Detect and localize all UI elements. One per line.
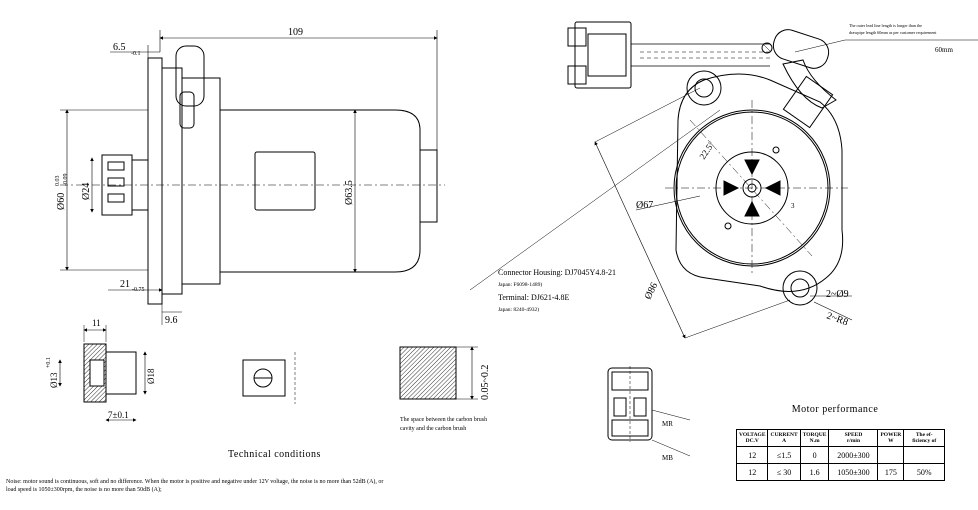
pcd-dim: Ø67 [636, 200, 653, 211]
side-view-labels: 109 6.5 -0.1 Ø60 0.03 -0.09 Ø24 Ø63.5 21… [55, 27, 355, 326]
table-cell: 1.6 [799, 463, 830, 481]
flange-thk-dim: 9.6 [165, 315, 178, 326]
brush-note-1: The space between the carbon brush [400, 417, 487, 423]
shaft-offset-tol: -0.1 [131, 51, 141, 57]
header-speed-l2: r/min [846, 438, 860, 444]
gear-dia-tol: +0.1 [46, 357, 52, 368]
header-efficiency-l1: The ef- [915, 432, 933, 438]
flange-len-tol: -0.75 [132, 287, 145, 293]
header-efficiency: The ef-ficiency of [903, 429, 946, 447]
gear-outer-dim: Ø18 [146, 368, 156, 384]
front-view-labels: Ø86 Ø67 22.5° 3 2~Ø9 2~R8 60mm The outer… [498, 23, 953, 328]
front-view [469, 29, 978, 339]
brush-detail [399, 346, 478, 400]
table-row: 12 ≤ 30 1.6 1050±300 175 50% [735, 463, 946, 481]
mb-label: MB [662, 454, 673, 462]
technical-note-line-1: Noise: motor sound is continuous, soft a… [6, 479, 384, 485]
gear-dia-dim: Ø13 [49, 372, 59, 388]
brush-detail-labels: 0.05~0.2 The space between the carbon br… [400, 365, 491, 432]
table-cell: 1050±300 [828, 463, 879, 481]
body-outer-dim: Ø86 [643, 281, 660, 301]
table-cell: 175 [877, 463, 905, 481]
table-cell: ≤1.5 [767, 446, 801, 464]
motor-performance-title: Motor performance [791, 404, 879, 415]
header-power-l2: W [888, 438, 894, 444]
technical-conditions-title: Technical conditions [228, 449, 321, 460]
gear-width-dim: 7±0.1 [108, 410, 129, 420]
table-cell: 12 [735, 446, 769, 464]
body-dia-tol-upper: 0.03 [55, 176, 61, 187]
table-cell [903, 446, 946, 464]
table-cell: 50% [903, 463, 946, 481]
body-dia-tol-lower: -0.09 [63, 174, 69, 187]
connector [567, 21, 773, 89]
angle-dim: 22.5° [697, 139, 716, 161]
inner-dia-dim: Ø24 [81, 183, 92, 200]
table-row: 12 ≤1.5 0 2000±300 [735, 446, 946, 464]
header-speed-l1: SPEED [844, 432, 863, 438]
brush-note-2: cavity and the carbon brush [400, 426, 466, 432]
terminal-view-labels: MR MB [662, 420, 673, 462]
lead-note-1: The outer lead line length is longer tha… [849, 23, 922, 28]
key-dim: 3 [791, 202, 795, 210]
hole-dim: 2~Ø9 [826, 289, 849, 300]
header-voltage-l1: VOLTAGE [739, 432, 766, 438]
header-voltage-l2: DC.V [745, 438, 759, 444]
table-cell [877, 446, 905, 464]
technical-note-line-2: load speed is 1050±300rpm, the noise is … [6, 487, 162, 493]
section-symbol [242, 352, 296, 404]
mr-label: MR [662, 420, 673, 428]
header-current-l1: CURRENT [770, 432, 798, 438]
connector-japan: Japan: F6098-1489) [498, 281, 542, 288]
connector-housing: Connector Housing: DJ7045Y4.8-21 [498, 268, 616, 277]
side-view [60, 30, 445, 325]
shaft-offset-dim: 6.5 [113, 42, 126, 53]
terminal-japan: Japan: 8240-4932) [498, 306, 539, 313]
header-efficiency-l2: ficiency of [912, 438, 937, 444]
table-cell: 12 [735, 463, 769, 481]
table-cell: 2000±300 [828, 446, 879, 464]
header-power-l1: POWER [880, 432, 902, 438]
lead-length: 60mm [935, 46, 953, 54]
motor-dia-dim: Ø63.5 [344, 180, 355, 205]
table-cell: ≤ 30 [767, 463, 801, 481]
terminal-view [607, 366, 691, 457]
terminal-label: Terminal: DJ621-4.8E [498, 293, 570, 302]
gear-len-dim: 11 [92, 318, 101, 328]
radius-dim: 2~R8 [825, 310, 850, 328]
gear-detail [58, 325, 147, 422]
lead-note-2: drawpipe length 60mm as per customer req… [849, 30, 937, 35]
header-torque-l2: N.m [809, 438, 820, 444]
gear-detail-labels: 11 Ø13 +0.1 Ø18 7±0.1 [46, 318, 156, 420]
length-dim: 109 [288, 27, 303, 38]
brush-gap-dim: 0.05~0.2 [480, 365, 491, 400]
body-dia-dim: Ø60 [56, 193, 67, 210]
flange-len-dim: 21 [120, 279, 130, 290]
header-current-l2: A [782, 438, 787, 444]
header-torque-l1: TORQUE [802, 432, 827, 438]
table-cell: 0 [799, 446, 830, 464]
